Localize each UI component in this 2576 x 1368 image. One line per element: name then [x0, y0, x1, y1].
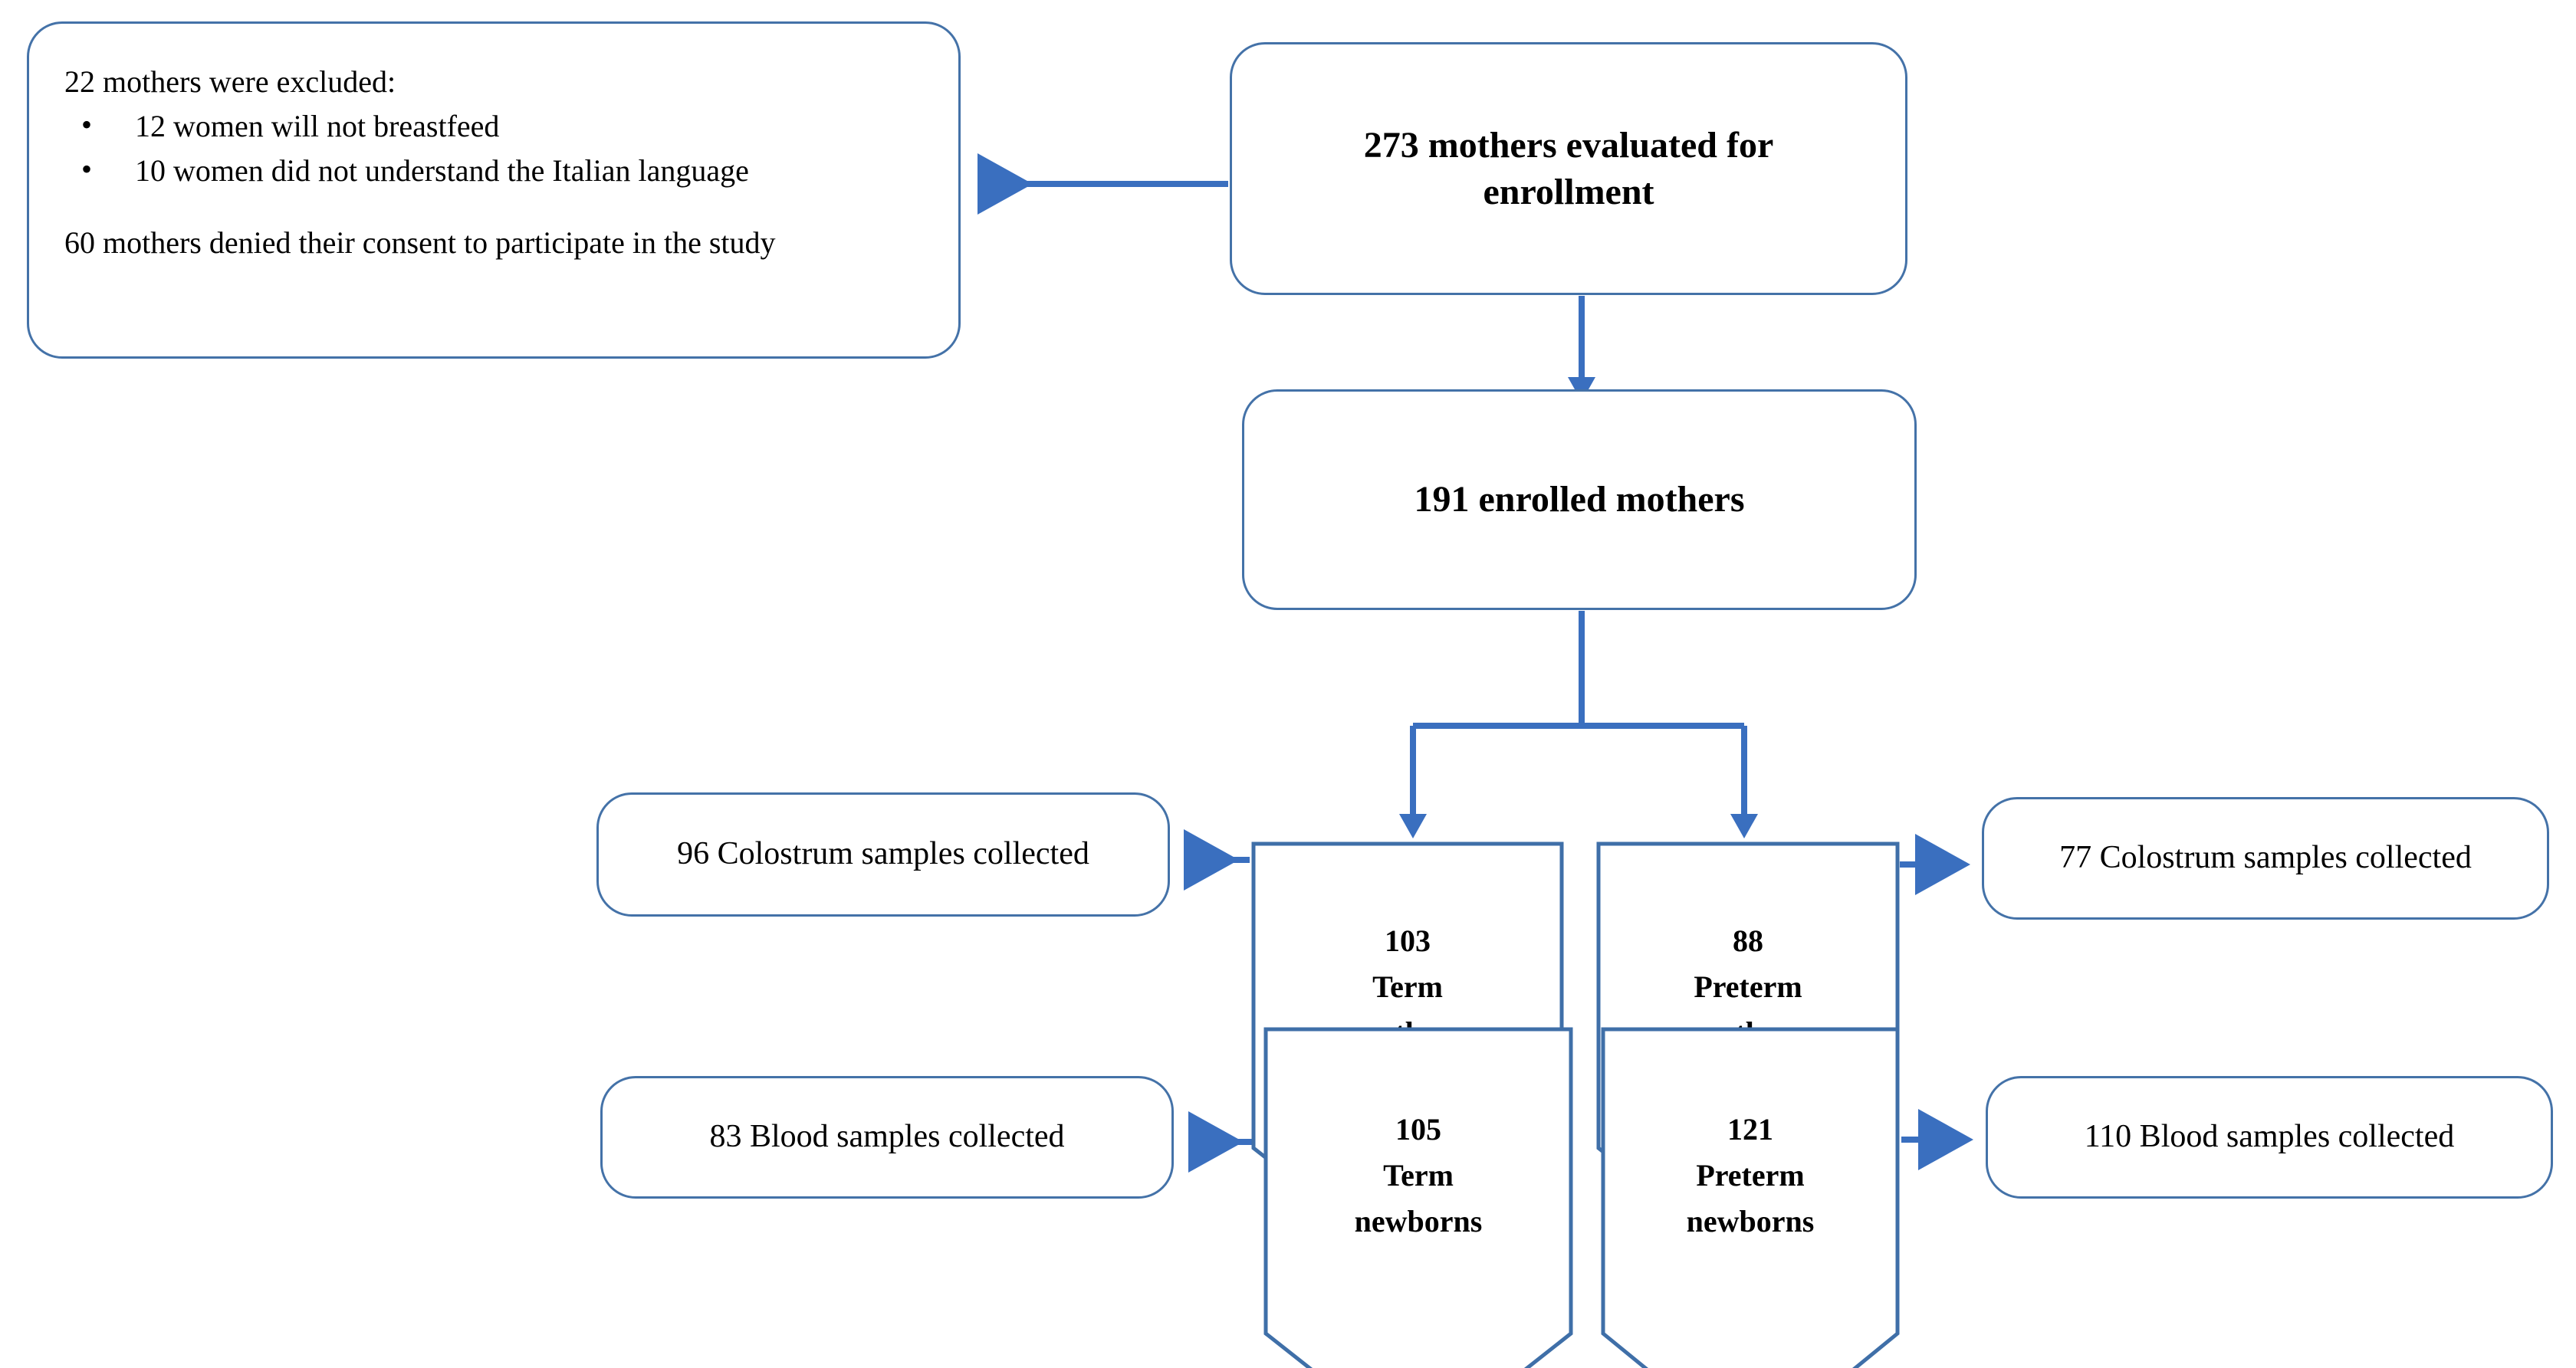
node-term-newborns: 105 Term newborns — [1263, 1027, 1573, 1368]
node-term-newborns-label: 105 Term newborns — [1354, 1112, 1483, 1238]
node-blood-samples-term: 83 Blood samples collected — [600, 1076, 1174, 1199]
pentagon-shape — [1601, 1027, 1900, 1368]
exclusion-content: 22 mothers were excluded: • 12 women wil… — [64, 67, 928, 258]
bullet-icon: • — [81, 152, 93, 186]
arrowhead-term-mothers — [1399, 814, 1427, 838]
node-colostrum-samples-preterm-label: 77 Colostrum samples collected — [2059, 840, 2472, 876]
exclusion-footer: 60 mothers denied their consent to parti… — [64, 225, 776, 260]
node-mothers-evaluated-label: 273 mothers evaluated for enrollment — [1363, 124, 1774, 212]
node-colostrum-samples-preterm: 77 Colostrum samples collected — [1982, 797, 2549, 920]
node-mothers-enrolled: 191 enrolled mothers — [1242, 389, 1917, 610]
arrowhead-preterm-mothers — [1730, 814, 1758, 838]
node-colostrum-samples-term-label: 96 Colostrum samples collected — [677, 836, 1089, 872]
node-mothers-evaluated: 273 mothers evaluated for enrollment — [1230, 42, 1907, 295]
node-preterm-newborns-label: 121 Preterm newborns — [1686, 1112, 1815, 1238]
exclusion-item-label: 10 women did not understand the Italian … — [135, 153, 749, 188]
node-blood-samples-term-label: 83 Blood samples collected — [709, 1119, 1065, 1155]
node-colostrum-samples-term: 96 Colostrum samples collected — [596, 792, 1170, 917]
node-blood-samples-preterm-label: 110 Blood samples collected — [2084, 1119, 2455, 1155]
exclusion-heading: 22 mothers were excluded: — [64, 64, 396, 99]
exclusion-list: • 12 women will not breastfeed • 10 wome… — [64, 107, 928, 188]
exclusion-list-item: • 12 women will not breastfeed — [64, 107, 928, 143]
pentagon-shape — [1263, 1027, 1573, 1368]
edge-enrolled-split-bus — [1410, 611, 1747, 819]
exclusion-list-item: • 10 women did not understand the Italia… — [64, 152, 928, 188]
exclusion-panel: 22 mothers were excluded: • 12 women wil… — [27, 21, 961, 359]
bullet-icon: • — [81, 107, 93, 142]
node-mothers-enrolled-label: 191 enrolled mothers — [1414, 479, 1745, 520]
node-blood-samples-preterm: 110 Blood samples collected — [1986, 1076, 2553, 1199]
node-preterm-newborns: 121 Preterm newborns — [1601, 1027, 1900, 1368]
exclusion-item-label: 12 women will not breastfeed — [135, 109, 500, 143]
